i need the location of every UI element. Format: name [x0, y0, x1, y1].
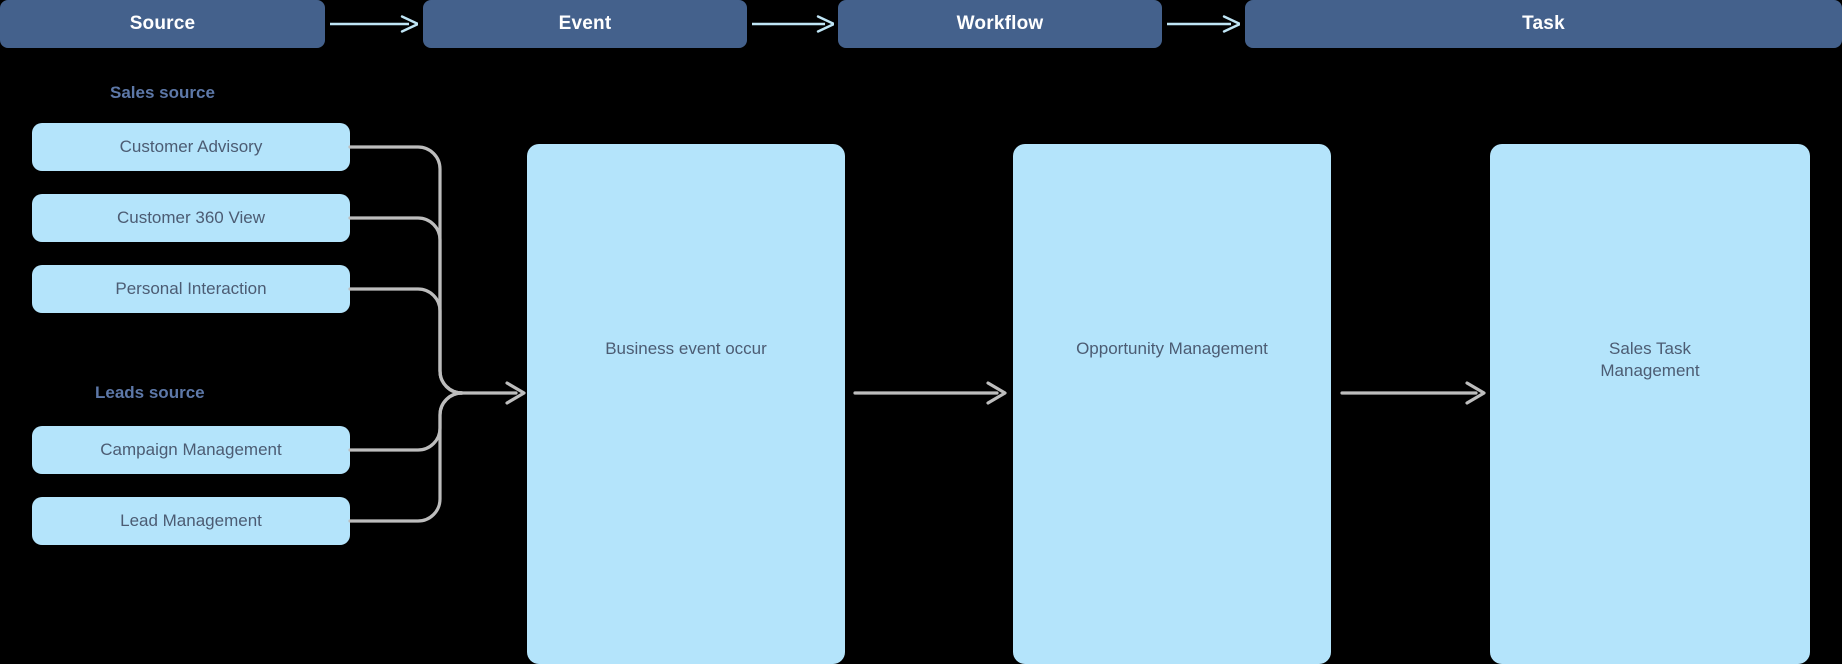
event-panel[interactable]: Business event occur	[527, 144, 845, 664]
source-item-campaign-management[interactable]: Campaign Management	[32, 426, 350, 474]
event-to-workflow-flow-head	[986, 381, 1007, 405]
source-to-event-arrow	[330, 14, 418, 34]
source-item-customer-advisory[interactable]: Customer Advisory	[32, 123, 350, 171]
workflow-panel-label: Opportunity Management	[1076, 339, 1268, 358]
header-event[interactable]: Event	[423, 0, 747, 48]
header-task[interactable]: Task	[1245, 0, 1842, 48]
source-item-personal-interaction[interactable]: Personal Interaction	[32, 265, 350, 313]
connector-source-5	[348, 391, 464, 523]
source-item-customer-360-view[interactable]: Customer 360 View	[32, 194, 350, 242]
group-label-sales: Sales source	[110, 83, 215, 102]
connector-source-1	[348, 145, 464, 395]
workflow-panel[interactable]: Opportunity Management	[1013, 144, 1331, 664]
workflow-to-task-flow-head	[1465, 381, 1486, 405]
workflow-to-task-arrow	[1167, 14, 1240, 34]
header-workflow[interactable]: Workflow	[838, 0, 1162, 48]
connector-source-3	[348, 287, 464, 395]
connector-source-2	[348, 216, 464, 395]
connector-source-4	[348, 391, 464, 452]
header-source[interactable]: Source	[0, 0, 325, 48]
source-item-lead-management[interactable]: Lead Management	[32, 497, 350, 545]
event-panel-label: Business event occur	[605, 339, 767, 358]
event-to-workflow-arrow	[752, 14, 834, 34]
sources-merge-arrowhead	[505, 381, 526, 405]
group-label-leads: Leads source	[95, 383, 205, 402]
